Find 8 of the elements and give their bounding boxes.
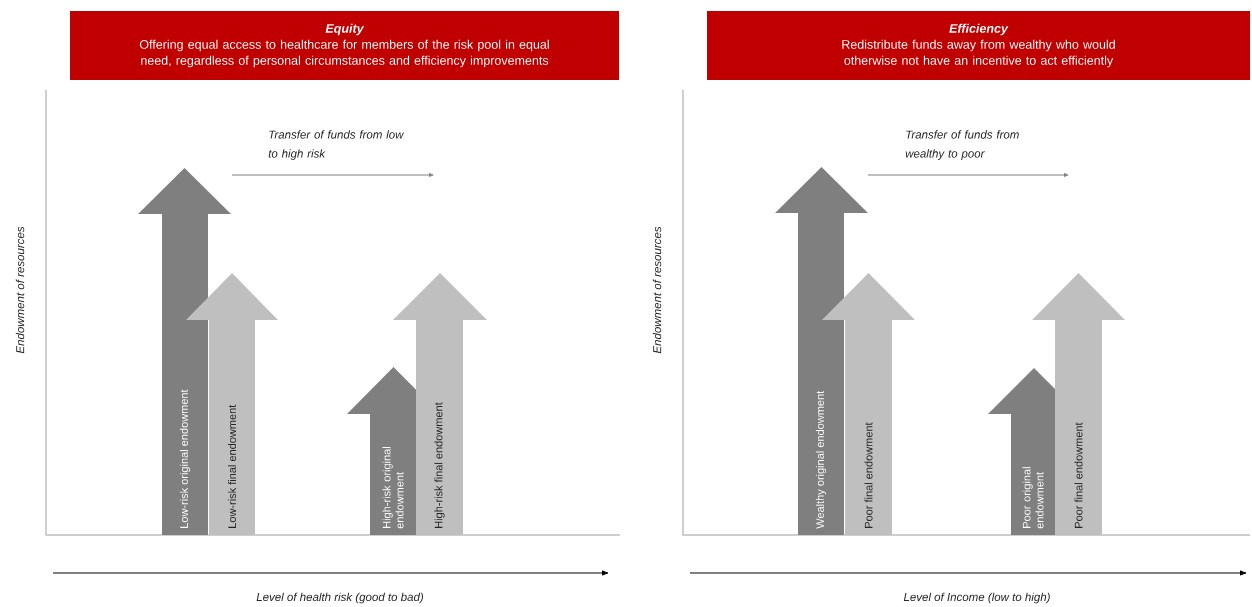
- axis-title: Endowment of resources: [652, 226, 662, 354]
- header-box: Efficiency Redistribute funds away from wealthy who would otherwise not have an incentive to act efficiently: [707, 11, 1250, 80]
- axis-title: Endowment of resources: [15, 226, 25, 354]
- header-box: Equity Offering equal access to healthcare for members of the risk pool in equal need, regardless of personal circumstances and efficiency improvements: [70, 11, 619, 80]
- annotation-text: Transfer of funds from wealthy to poor: [905, 130, 1019, 160]
- axis-title: Level of Income (low to high): [903, 592, 1050, 604]
- annotation-text: Transfer of funds from low to high risk: [268, 130, 405, 160]
- axis-title: Level of health risk (good to bad): [256, 592, 423, 604]
